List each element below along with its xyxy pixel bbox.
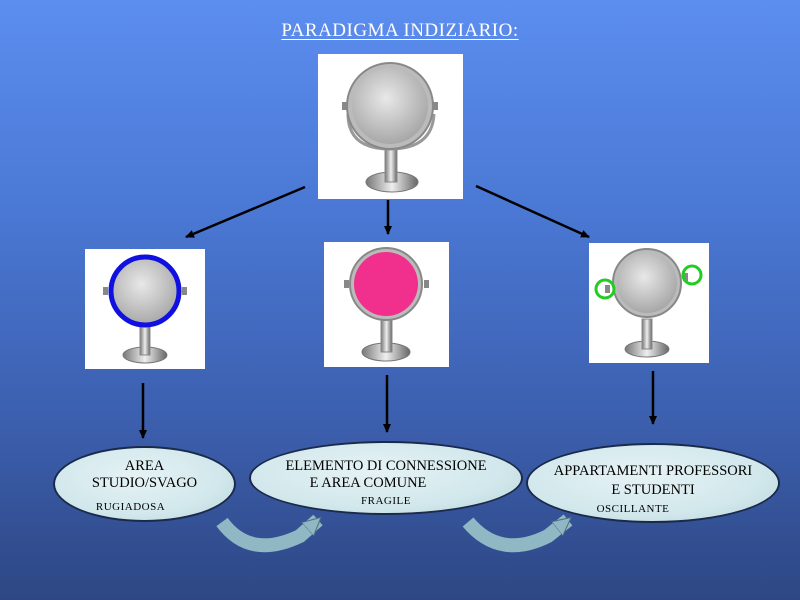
node-sub-label: OSCILLANTE xyxy=(596,503,670,515)
node-label-line1: AREA xyxy=(124,458,165,474)
node-sub-label: FRAGILE xyxy=(361,495,411,507)
mirror-pink-fill-icon xyxy=(344,247,429,362)
node-label-line1: APPARTAMENTI PROFESSORI xyxy=(553,463,753,479)
arrow-top-to-right xyxy=(475,184,590,239)
node-sub-label: RUGIADOSA xyxy=(95,501,166,513)
top-mirror-photo xyxy=(318,54,463,199)
branch-mirror-photo-3 xyxy=(589,243,709,363)
node-label-line2: E STUDENTI xyxy=(611,482,695,498)
branch-mirror-photo-2 xyxy=(324,242,449,367)
node-label-line1: ELEMENTO DI CONNESSIONE xyxy=(285,458,487,474)
node-label-line2: STUDIO/SVAGO xyxy=(91,475,198,491)
arrow-top-to-left xyxy=(185,185,306,239)
diagram-title: PARADIGMA INDIZIARIO: xyxy=(281,20,519,41)
vanity-mirror-icon xyxy=(342,62,438,193)
node-studio-svago: AREA STUDIO/SVAGO RUGIADOSA xyxy=(53,446,236,522)
node-connessione: ELEMENTO DI CONNESSIONE E AREA COMUNE FR… xyxy=(249,441,523,515)
branch-mirror-photo-1 xyxy=(85,249,205,369)
node-label-line2: E AREA COMUNE xyxy=(309,475,427,491)
mirror-green-circles-icon xyxy=(594,248,703,358)
mirror-blue-ring-icon xyxy=(103,254,187,364)
node-appartamenti: APPARTAMENTI PROFESSORI E STUDENTI OSCIL… xyxy=(526,443,780,523)
curved-arrow-right xyxy=(462,514,573,553)
curved-arrow-left xyxy=(216,514,323,553)
